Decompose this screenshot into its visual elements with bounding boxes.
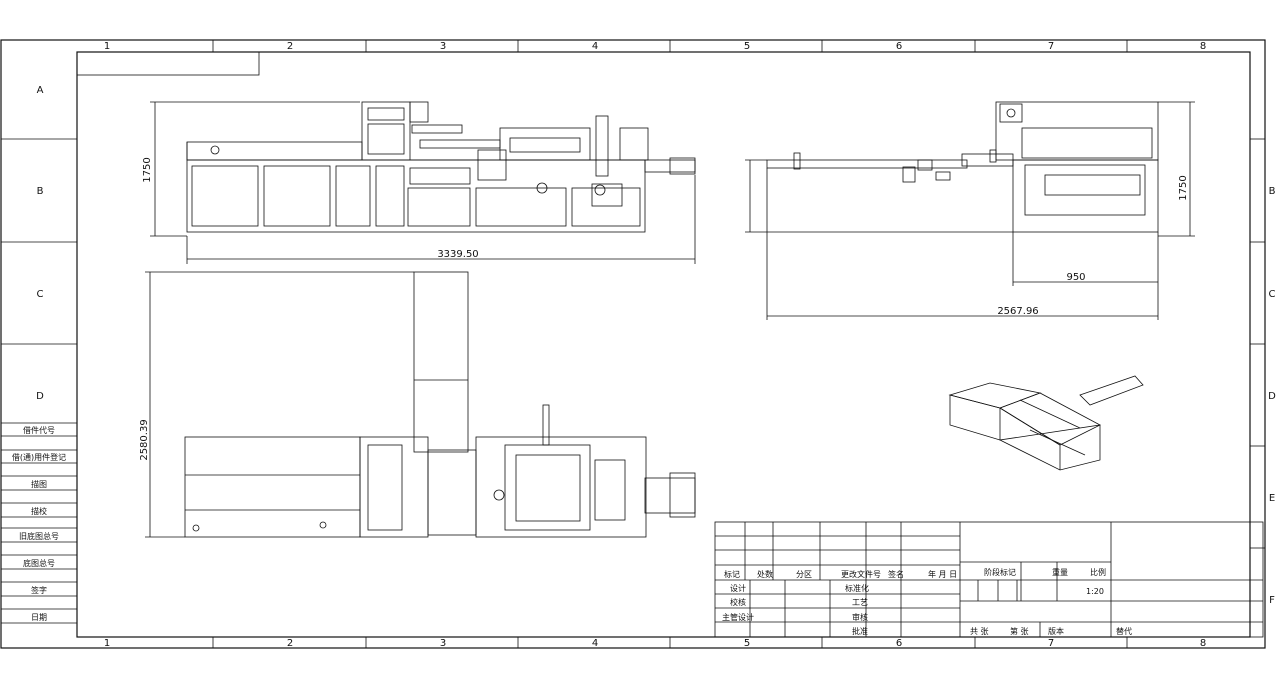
svg-text:第 张: 第 张 <box>1010 626 1029 636</box>
svg-text:1: 1 <box>104 638 110 649</box>
side-dimensions: 1750 950 2567.96 <box>745 101 1195 320</box>
top-view <box>184 271 696 538</box>
svg-text:3: 3 <box>440 41 446 52</box>
side-view <box>766 101 1159 233</box>
svg-text:6: 6 <box>896 638 902 649</box>
svg-text:D: D <box>1268 391 1276 402</box>
svg-text:8: 8 <box>1200 638 1206 649</box>
svg-text:B: B <box>37 186 44 197</box>
svg-text:4: 4 <box>592 41 598 52</box>
row-labels-right: B C D E F <box>1268 186 1276 606</box>
svg-text:设计: 设计 <box>730 583 746 593</box>
svg-text:3: 3 <box>440 638 446 649</box>
inner-frame <box>76 51 1251 638</box>
svg-text:2567.96: 2567.96 <box>997 306 1038 317</box>
column-labels-bottom: 1 2 3 4 5 6 7 8 <box>104 638 1206 649</box>
svg-text:1:20: 1:20 <box>1086 587 1104 596</box>
svg-text:B: B <box>1269 186 1276 197</box>
svg-text:借(通)用件登记: 借(通)用件登记 <box>12 452 66 462</box>
svg-text:签字: 签字 <box>31 585 47 595</box>
svg-text:C: C <box>1269 289 1276 300</box>
svg-text:处数: 处数 <box>757 569 773 579</box>
svg-text:底图总号: 底图总号 <box>23 558 55 568</box>
svg-text:旧底图总号: 旧底图总号 <box>19 531 59 541</box>
svg-text:1750: 1750 <box>142 157 153 182</box>
isometric-view <box>948 375 1144 471</box>
svg-text:1: 1 <box>104 41 110 52</box>
svg-text:2580.39: 2580.39 <box>139 419 150 460</box>
svg-text:重量: 重量 <box>1052 567 1068 577</box>
svg-text:更改文件号: 更改文件号 <box>841 569 881 579</box>
title-block: 标记 处数 分区 更改文件号 签名 年 月 日 设计 校核 主管设计 标准化 工… <box>714 521 1264 638</box>
svg-text:3339.50: 3339.50 <box>437 249 478 260</box>
svg-text:950: 950 <box>1066 272 1085 283</box>
svg-text:2: 2 <box>287 638 293 649</box>
svg-text:6: 6 <box>896 41 902 52</box>
svg-text:分区: 分区 <box>796 570 812 579</box>
left-strip-table: 借件代号 借(通)用件登记 描图 描校 旧底图总号 底图总号 签字 日期 <box>1 422 77 624</box>
svg-text:7: 7 <box>1048 638 1054 649</box>
svg-text:8: 8 <box>1200 41 1206 52</box>
corner-box <box>76 51 260 76</box>
front-dimensions: 1750 3339.50 <box>142 101 696 264</box>
svg-text:签名: 签名 <box>888 569 904 579</box>
svg-text:D: D <box>36 391 44 402</box>
svg-text:共 张: 共 张 <box>970 627 989 636</box>
svg-text:描图: 描图 <box>31 479 47 489</box>
top-dimensions: 2580.39 <box>139 271 414 538</box>
svg-text:标准化: 标准化 <box>845 583 869 593</box>
svg-text:审核: 审核 <box>852 612 868 622</box>
svg-text:7: 7 <box>1048 41 1054 52</box>
column-labels-top: 1 2 3 4 5 6 7 8 <box>104 41 1206 52</box>
svg-text:借件代号: 借件代号 <box>23 425 55 435</box>
svg-text:替代: 替代 <box>1116 626 1132 636</box>
svg-text:批准: 批准 <box>852 626 868 636</box>
svg-text:2: 2 <box>287 41 293 52</box>
svg-text:E: E <box>1269 493 1275 504</box>
svg-text:5: 5 <box>744 638 750 649</box>
svg-text:C: C <box>37 289 44 300</box>
svg-text:阶段标记: 阶段标记 <box>984 567 1016 577</box>
svg-text:工艺: 工艺 <box>852 598 868 607</box>
svg-text:4: 4 <box>592 638 598 649</box>
svg-text:F: F <box>1269 595 1275 606</box>
outer-frame <box>0 39 1266 649</box>
svg-text:5: 5 <box>744 41 750 52</box>
svg-text:标记: 标记 <box>724 569 740 579</box>
svg-text:日期: 日期 <box>31 613 47 622</box>
zone-ticks <box>1 40 1265 648</box>
svg-text:校核: 校核 <box>730 597 746 607</box>
svg-text:1750: 1750 <box>1178 175 1189 200</box>
svg-text:年 月 日: 年 月 日 <box>928 569 957 579</box>
svg-text:A: A <box>37 85 44 96</box>
svg-text:版本: 版本 <box>1048 626 1064 636</box>
svg-text:描校: 描校 <box>31 506 47 516</box>
row-labels-left: A B C D <box>36 85 44 402</box>
svg-text:主管设计: 主管设计 <box>722 612 754 622</box>
front-view <box>186 101 696 233</box>
svg-text:比例: 比例 <box>1090 567 1106 577</box>
